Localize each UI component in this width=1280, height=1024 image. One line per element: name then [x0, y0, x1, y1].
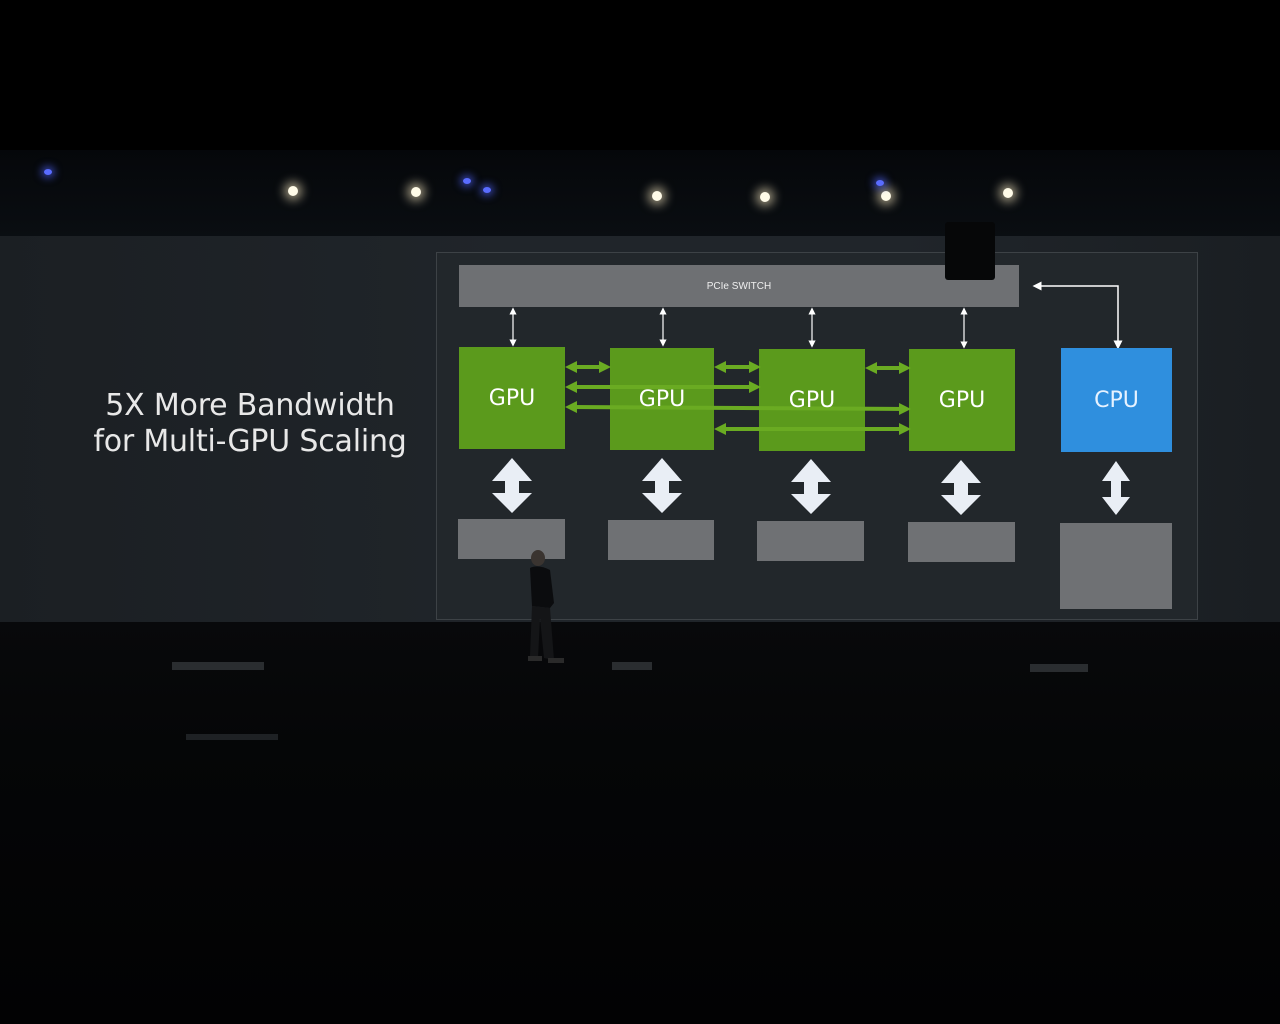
cpu-label: CPU	[1094, 387, 1139, 413]
gpu-block-4: GPU	[909, 349, 1015, 451]
gpu-memory-block	[908, 522, 1015, 562]
headline-line-1: 5X More Bandwidth	[105, 388, 395, 423]
overhead-camera	[945, 222, 995, 280]
gpu-label: GPU	[938, 387, 986, 413]
dark-ceiling	[0, 0, 1280, 150]
stage-monitor	[172, 662, 264, 670]
headline-line-2: for Multi-GPU Scaling	[93, 424, 407, 459]
presenter-silhouette	[528, 550, 564, 663]
stage-monitor	[186, 734, 278, 740]
stage-floor	[0, 622, 1280, 1024]
blue-stage-light	[44, 169, 52, 175]
slide-headline: 5X More Bandwidth for Multi-GPU Scaling	[60, 388, 440, 460]
stage-spotlight	[881, 191, 891, 201]
gpu-memory-block	[608, 520, 714, 560]
pcie-switch-block: PCIe SWITCH	[459, 265, 1019, 307]
nvlink-arrow	[565, 401, 911, 415]
stage-spotlight	[760, 192, 770, 202]
lighting-truss	[0, 150, 1280, 240]
nvlink-svg	[565, 361, 911, 435]
gpu-block-1: GPU	[459, 347, 565, 449]
gpu-label: GPU	[788, 387, 836, 413]
stage-spotlight	[1003, 188, 1013, 198]
cpu-block: CPU	[1061, 348, 1172, 452]
blue-stage-light	[483, 187, 491, 193]
stage-spotlight	[288, 186, 298, 196]
stage-spotlight	[652, 191, 662, 201]
gpu-label: GPU	[488, 385, 536, 411]
gpu-memory-block	[757, 521, 864, 561]
pcie-switch-label: PCIe SWITCH	[706, 280, 772, 292]
stage-monitor	[612, 662, 652, 670]
stage-monitor	[1030, 664, 1088, 672]
cpu-memory-block	[1060, 523, 1172, 609]
stage-spotlight	[411, 187, 421, 197]
gpu-memory-block	[458, 519, 565, 559]
blue-stage-light	[463, 178, 471, 184]
gpu-label: GPU	[638, 386, 686, 412]
nvlink-arrows	[565, 361, 911, 435]
nvlink-topology-diagram: PCIe SWITCH	[436, 252, 1198, 620]
blue-stage-light	[876, 180, 884, 186]
